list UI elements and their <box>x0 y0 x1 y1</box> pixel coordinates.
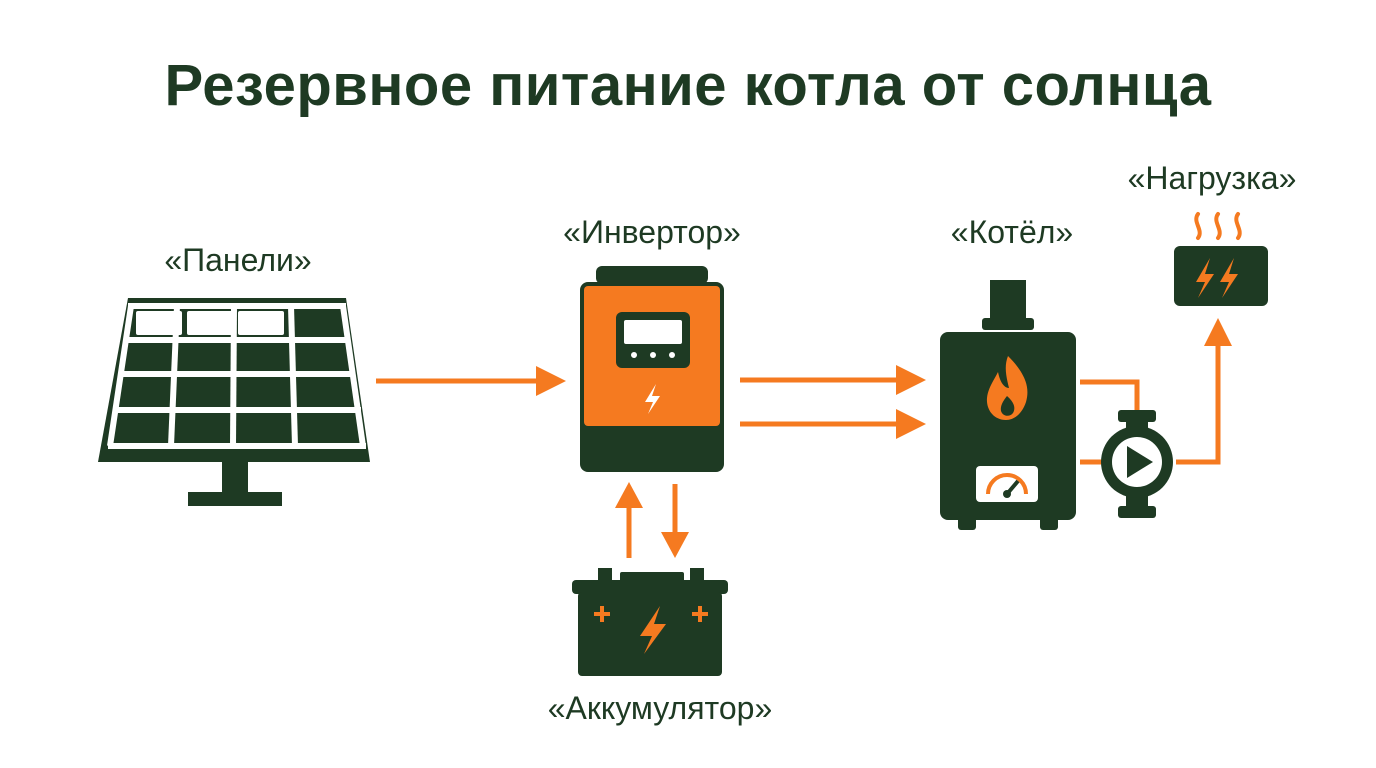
solar-panel-icon <box>98 298 370 506</box>
load-label: «Нагрузка» <box>1127 160 1297 196</box>
diagram-title: Резервное питание котла от солнца <box>164 53 1212 118</box>
panels-label: «Панели» <box>164 242 312 278</box>
battery-icon <box>572 568 728 676</box>
arrow-inverter-to-battery <box>661 484 689 558</box>
arrow-inverter-to-boiler-1 <box>740 365 926 395</box>
pipe-boiler-to-pump <box>1080 379 1140 465</box>
arrow-inverter-to-boiler-2 <box>740 409 926 439</box>
arrow-panels-to-inverter <box>376 366 566 396</box>
boiler-label: «Котёл» <box>950 214 1074 250</box>
battery-label: «Аккумулятор» <box>547 690 773 726</box>
arrow-pump-to-load <box>1176 318 1232 465</box>
boiler-icon <box>940 280 1076 530</box>
pump-icon <box>1101 410 1173 518</box>
inverter-label: «Инвертор» <box>563 214 741 250</box>
inverter-icon <box>580 266 724 472</box>
heating-load-icon <box>1174 212 1268 306</box>
arrow-battery-to-inverter <box>615 482 643 558</box>
